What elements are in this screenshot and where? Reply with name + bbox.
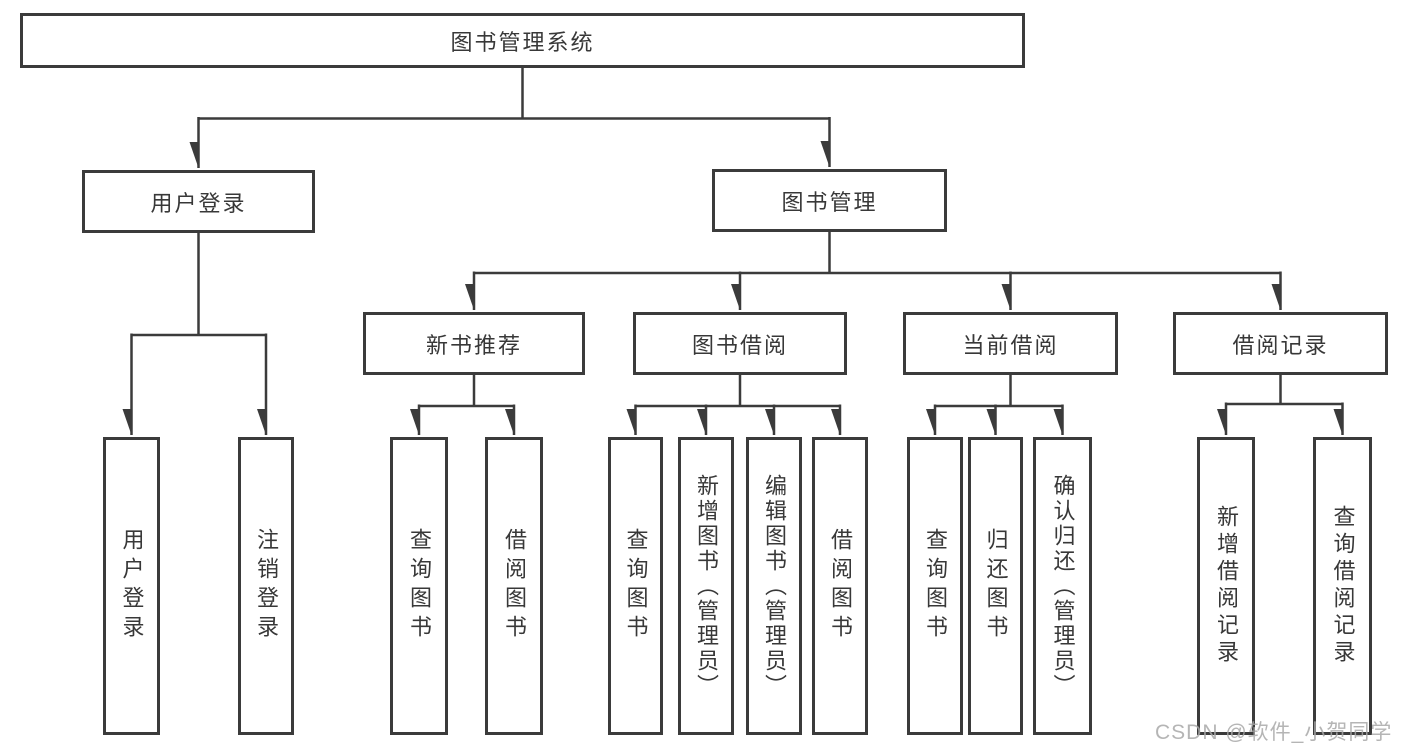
leaf-borrow-edit-book-admin: 编辑图书（管理员） [746,437,802,735]
leaf-logout: 注销登录 [238,437,294,735]
leaf-current-confirm-return-admin-label: 确认归还（管理员） [1050,473,1076,699]
node-borrow-record: 借阅记录 [1173,312,1388,375]
leaf-logout-label: 注销登录 [254,528,279,644]
csdn-watermark: CSDN @软件_小贺同学 [1155,721,1393,744]
edge-book-mgmt-to-level3 [474,232,1282,310]
leaf-current-query-book-label: 查询图书 [923,528,948,644]
node-user-login-label: 用户登录 [150,190,247,216]
node-new-book-recommend: 新书推荐 [363,312,585,375]
edge-record-to-leaves [1226,375,1344,435]
leaf-borrow-query-book: 查询图书 [608,437,663,735]
leaf-newbook-query-book: 查询图书 [390,437,448,735]
leaf-newbook-borrow-book-label: 借阅图书 [502,528,527,644]
leaf-record-add-borrow-record: 新增借阅记录 [1197,437,1255,735]
node-book-management: 图书管理 [712,169,947,232]
edge-newbook-to-leaves [419,375,516,435]
edge-borrow-to-leaves [636,375,842,435]
node-root-system: 图书管理系统 [20,13,1025,68]
leaf-record-query-borrow-record-label: 查询借阅记录 [1330,505,1356,667]
node-book-borrow: 图书借阅 [633,312,847,375]
leaf-borrow-query-book-label: 查询图书 [623,528,649,644]
node-borrow-record-label: 借阅记录 [1232,332,1329,358]
leaf-borrow-borrow-book: 借阅图书 [812,437,868,735]
leaf-current-query-book: 查询图书 [907,437,963,735]
node-new-book-recommend-label: 新书推荐 [425,332,522,358]
leaf-borrow-edit-book-admin-label: 编辑图书（管理员） [762,473,787,699]
leaf-user-login: 用户登录 [103,437,160,735]
leaf-newbook-borrow-book: 借阅图书 [485,437,543,735]
leaf-borrow-add-book-admin-label: 新增图书（管理员） [694,473,719,699]
leaf-newbook-query-book-label: 查询图书 [407,528,432,644]
node-current-borrow-label: 当前借阅 [962,332,1059,358]
leaf-record-add-borrow-record-label: 新增借阅记录 [1214,505,1239,667]
leaf-borrow-add-book-admin: 新增图书（管理员） [678,437,734,735]
edge-root-to-level2 [199,68,831,168]
leaf-borrow-borrow-book-label: 借阅图书 [828,528,853,644]
leaf-record-query-borrow-record: 查询借阅记录 [1313,437,1372,735]
node-book-borrow-label: 图书借阅 [691,332,788,358]
node-user-login: 用户登录 [82,170,315,233]
leaf-current-return-book-label: 归还图书 [983,528,1009,644]
node-root-label: 图书管理系统 [450,29,595,55]
leaf-user-login-label: 用户登录 [119,528,145,644]
leaf-current-return-book: 归还图书 [968,437,1023,735]
edge-current-to-leaves [935,375,1064,435]
node-current-borrow: 当前借阅 [903,312,1118,375]
leaf-current-confirm-return-admin: 确认归还（管理员） [1033,437,1092,735]
node-book-management-label: 图书管理 [781,189,878,215]
edge-user-login-to-leaves [132,233,268,435]
